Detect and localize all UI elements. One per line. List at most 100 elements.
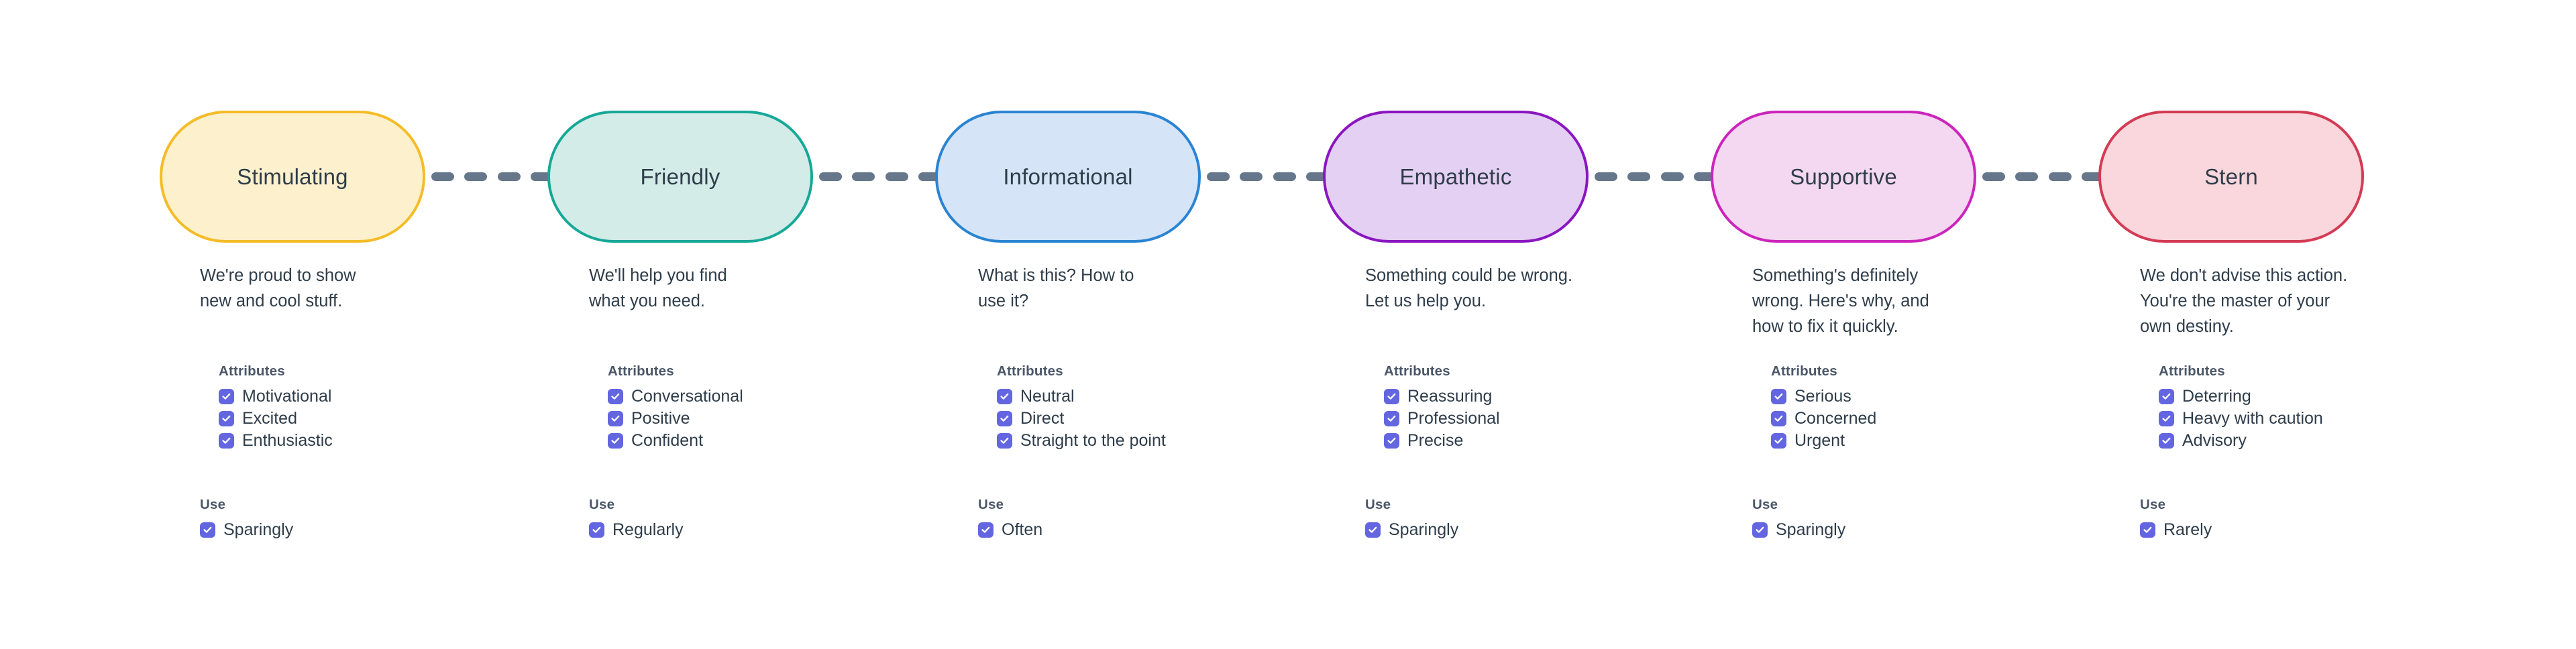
checkbox-checked-icon[interactable] [1384, 410, 1399, 426]
checkbox-checked-icon[interactable] [2159, 410, 2174, 426]
checkbox-checked-icon[interactable] [219, 432, 234, 449]
checkbox-checked-icon[interactable] [1771, 388, 1786, 404]
checkbox-checked-icon[interactable] [2159, 432, 2174, 449]
use-item-label: Regularly [612, 520, 684, 539]
use-list: Often [978, 519, 1042, 540]
attributes-item-label: Professional [1407, 408, 1500, 428]
tone-pill-stern[interactable]: Stern [2098, 111, 2364, 243]
tone-pill-informational[interactable]: Informational [935, 111, 1201, 243]
attributes-heading: Attributes [1771, 363, 1837, 379]
tone-description: Something's definitely wrong. Here's why… [1752, 266, 1929, 336]
checkbox-checked-icon[interactable] [589, 522, 604, 538]
checkbox-checked-icon[interactable] [1771, 410, 1786, 426]
checkbox-checked-icon[interactable] [2159, 388, 2174, 404]
tone-description: We're proud to show new and cool stuff. [200, 266, 356, 310]
attributes-item-label: Excited [242, 408, 297, 428]
list-item[interactable]: Confident [608, 430, 743, 451]
list-item[interactable]: Professional [1384, 408, 1500, 429]
checkbox-checked-icon[interactable] [1752, 522, 1768, 538]
checkbox-checked-icon[interactable] [997, 410, 1012, 426]
tone-description: What is this? How to use it? [978, 266, 1134, 310]
attributes-heading: Attributes [608, 363, 674, 379]
attributes-item-label: Confident [631, 430, 704, 450]
connector-dash [1627, 172, 1651, 181]
list-item[interactable]: Conversational [608, 386, 743, 407]
attributes-item-label: Precise [1407, 430, 1464, 450]
checkbox-checked-icon[interactable] [608, 432, 623, 449]
attributes-item-label: Neutral [1020, 386, 1075, 406]
tone-pill-label: Stern [2204, 164, 2258, 189]
list-item[interactable]: Neutral [997, 386, 1166, 407]
list-item[interactable]: Often [978, 519, 1042, 540]
attributes-heading: Attributes [219, 363, 285, 379]
connector-dashed-line [819, 172, 941, 181]
list-item[interactable]: Deterring [2159, 386, 2323, 407]
checkbox-checked-icon[interactable] [978, 522, 994, 538]
list-item[interactable]: Excited [219, 408, 333, 429]
tone-pill-stimulating[interactable]: Stimulating [160, 111, 425, 243]
connector-dash [1982, 172, 2005, 181]
use-item-label: Sparingly [1776, 520, 1846, 539]
tone-pill-empathetic[interactable]: Empathetic [1323, 111, 1589, 243]
checkbox-checked-icon[interactable] [219, 410, 234, 426]
list-item[interactable]: Straight to the point [997, 430, 1166, 451]
list-item[interactable]: Regularly [589, 519, 684, 540]
list-item[interactable]: Sparingly [200, 519, 293, 540]
checkbox-checked-icon[interactable] [219, 388, 234, 404]
checkbox-checked-icon[interactable] [1384, 432, 1399, 449]
list-item[interactable]: Sparingly [1365, 519, 1458, 540]
list-item[interactable]: Advisory [2159, 430, 2323, 451]
list-item[interactable]: Sparingly [1752, 519, 1845, 540]
connector-dash [464, 172, 488, 181]
list-item[interactable]: Reassuring [1384, 386, 1500, 407]
tone-column-stern: We don't advise this action. You're the … [2140, 263, 2489, 539]
attributes-item-label: Advisory [2182, 430, 2247, 450]
use-heading: Use [589, 497, 615, 512]
checkbox-checked-icon[interactable] [997, 432, 1012, 449]
attributes-heading: Attributes [2159, 363, 2225, 379]
connector-dashed-line [1595, 172, 1717, 181]
list-item[interactable]: Positive [608, 408, 743, 429]
checkbox-checked-icon[interactable] [2140, 522, 2155, 538]
checkbox-checked-icon[interactable] [608, 388, 623, 404]
tone-pill-supportive[interactable]: Supportive [1711, 111, 1976, 243]
use-list: Sparingly [1752, 519, 1845, 540]
list-item[interactable]: Rarely [2140, 519, 2212, 540]
checkbox-checked-icon[interactable] [1384, 388, 1399, 404]
list-item[interactable]: Urgent [1771, 430, 1876, 451]
connector-dash [852, 172, 875, 181]
connector-dash [1273, 172, 1296, 181]
use-item-label: Often [1002, 520, 1043, 539]
checkbox-checked-icon[interactable] [608, 410, 623, 426]
use-item-label: Sparingly [1389, 520, 1459, 539]
list-item[interactable]: Concerned [1771, 408, 1876, 429]
tone-pill-label: Supportive [1790, 164, 1897, 189]
checkbox-checked-icon[interactable] [997, 388, 1012, 404]
checkbox-checked-icon[interactable] [200, 522, 215, 538]
list-item[interactable]: Precise [1384, 430, 1500, 451]
list-item[interactable]: Heavy with caution [2159, 408, 2323, 429]
list-item[interactable]: Direct [997, 408, 1166, 429]
list-item[interactable]: Enthusiastic [219, 430, 333, 451]
list-item[interactable]: Motivational [219, 386, 333, 407]
list-item[interactable]: Serious [1771, 386, 1876, 407]
attributes-heading: Attributes [1384, 363, 1450, 379]
attributes-item-label: Deterring [2182, 386, 2251, 406]
use-heading: Use [1752, 497, 1778, 512]
tone-pill-friendly[interactable]: Friendly [547, 111, 813, 243]
attributes-item-label: Straight to the point [1020, 430, 1166, 450]
checkbox-checked-icon[interactable] [1771, 432, 1786, 449]
checkbox-checked-icon[interactable] [1365, 522, 1381, 538]
